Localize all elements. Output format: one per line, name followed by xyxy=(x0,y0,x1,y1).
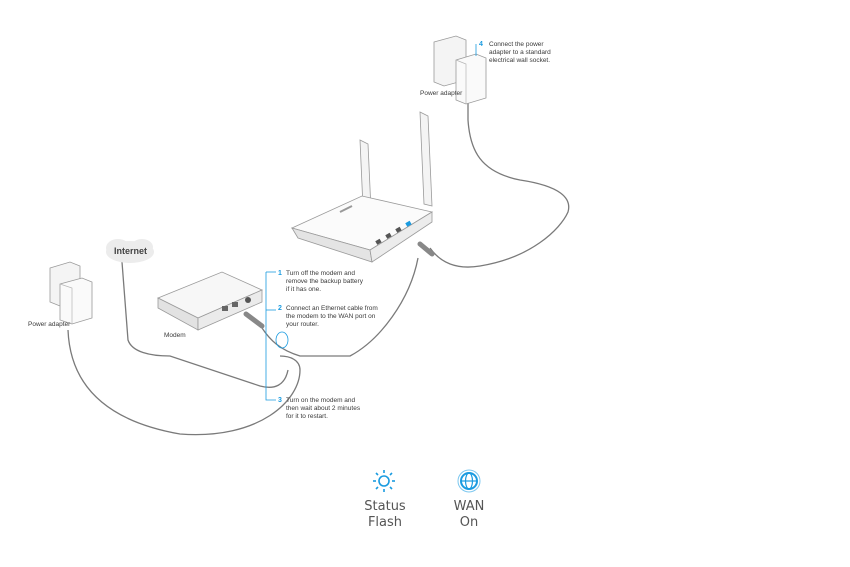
modem-plugs xyxy=(243,311,289,349)
internet-cloud xyxy=(106,239,154,263)
step4-line2: adapter to a standard xyxy=(489,49,551,56)
cables xyxy=(67,100,570,436)
step3-line3: for it to restart. xyxy=(286,413,328,420)
globe-icon xyxy=(457,469,481,493)
step2-line1: Connect an Ethernet cable from xyxy=(286,305,378,312)
modem-power-cable xyxy=(67,329,301,436)
step3-number: 3 xyxy=(278,397,282,404)
step-leaders xyxy=(265,44,477,401)
step3-line1: Turn on the modem and xyxy=(286,397,356,404)
antenna-right xyxy=(419,111,433,207)
internet-cable xyxy=(121,261,289,388)
status-led-line2: Flash xyxy=(367,515,403,530)
ethernet-cable xyxy=(261,257,419,357)
power-adapter-left-label: Power adapter xyxy=(28,321,71,328)
step2-line3: your router. xyxy=(286,321,319,328)
step-leader-main xyxy=(265,272,276,401)
step4-line1: Connect the power xyxy=(489,41,544,48)
internet-label: Internet xyxy=(114,246,148,256)
step1-number: 1 xyxy=(278,270,282,277)
step1-line2: remove the backup battery xyxy=(286,278,363,285)
step2-line2: the modem to the WAN port on xyxy=(286,313,376,320)
wan-led-label: WAN On xyxy=(446,499,492,531)
router-device xyxy=(290,111,435,263)
step4-line3: electrical wall socket. xyxy=(489,57,551,64)
sun-icon xyxy=(373,470,395,492)
step3-line2: then wait about 2 minutes xyxy=(286,405,361,412)
status-led-line1: Status xyxy=(364,499,406,514)
status-led-label: Status Flash xyxy=(358,499,412,531)
step2-number: 2 xyxy=(278,305,282,312)
modem-device xyxy=(157,271,263,331)
wan-led-line1: WAN xyxy=(453,499,485,514)
router-power-cable xyxy=(429,100,570,268)
step1-line1: Turn off the modem and xyxy=(286,270,356,277)
step4-number: 4 xyxy=(479,41,483,48)
wan-led-line2: On xyxy=(459,515,479,530)
step1-line3: if it has one. xyxy=(286,286,322,293)
power-adapter-left xyxy=(49,261,93,325)
power-adapter-top-label: Power adapter xyxy=(420,90,463,97)
modem-label: Modem xyxy=(164,332,186,339)
